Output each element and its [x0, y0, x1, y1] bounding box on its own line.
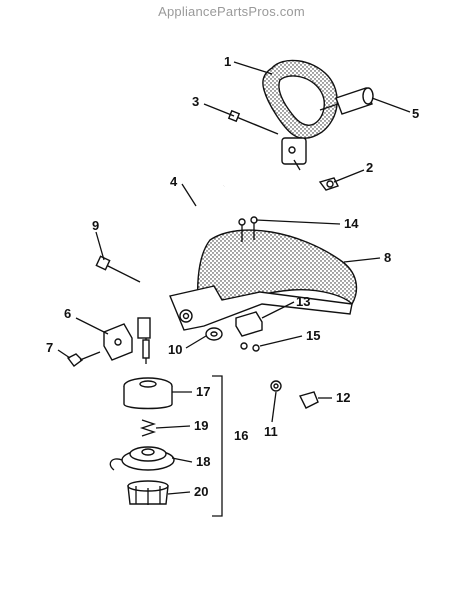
- curved-shaft-part: [137, 183, 226, 364]
- guard-screws-part: [238, 216, 258, 242]
- watermark-text: AppliancePartsPros.com: [158, 4, 305, 19]
- callout-9: 9: [92, 218, 99, 233]
- callout-16: 16: [234, 428, 248, 443]
- loop-handle-part: [262, 59, 338, 171]
- callout-15: 15: [306, 328, 320, 343]
- callout-4: 4: [170, 174, 178, 189]
- spool-housing-part: [123, 377, 173, 410]
- callout-11: 11: [264, 424, 278, 439]
- small-nuts-part: [240, 342, 260, 352]
- callout-14: 14: [344, 216, 359, 231]
- wing-nut-part: [318, 177, 339, 191]
- callout-3: 3: [192, 94, 199, 109]
- handle-bolt-part: [227, 109, 279, 135]
- callout-13: 13: [296, 294, 310, 309]
- callout-10: 10: [168, 342, 182, 357]
- callout-17: 17: [196, 384, 210, 399]
- callout-19: 19: [194, 418, 208, 433]
- callout-2: 2: [366, 160, 373, 175]
- hex-nut-part: [270, 380, 282, 392]
- callout-1: 1: [224, 54, 231, 69]
- bracket-part: [103, 323, 133, 361]
- clip-part: [298, 391, 319, 409]
- end-cap-part: [319, 87, 374, 115]
- long-bolt-part: [95, 255, 141, 283]
- line-cutter-block-part: [235, 311, 263, 337]
- callout-5: 5: [412, 106, 419, 121]
- bracket-screw-part: [66, 351, 101, 367]
- group-bracket: [212, 375, 223, 517]
- callout-12: 12: [336, 390, 350, 405]
- spool-part: [109, 446, 175, 471]
- callout-8: 8: [384, 250, 391, 265]
- washer-part: [205, 327, 223, 341]
- callout-7: 7: [46, 340, 53, 355]
- guard-part: [169, 229, 358, 331]
- callout-20: 20: [194, 484, 208, 499]
- callout-18: 18: [196, 454, 210, 469]
- leader-lines: [57, 61, 411, 495]
- callout-6: 6: [64, 306, 71, 321]
- bump-knob-part: [127, 480, 169, 505]
- spring-part: [139, 419, 157, 437]
